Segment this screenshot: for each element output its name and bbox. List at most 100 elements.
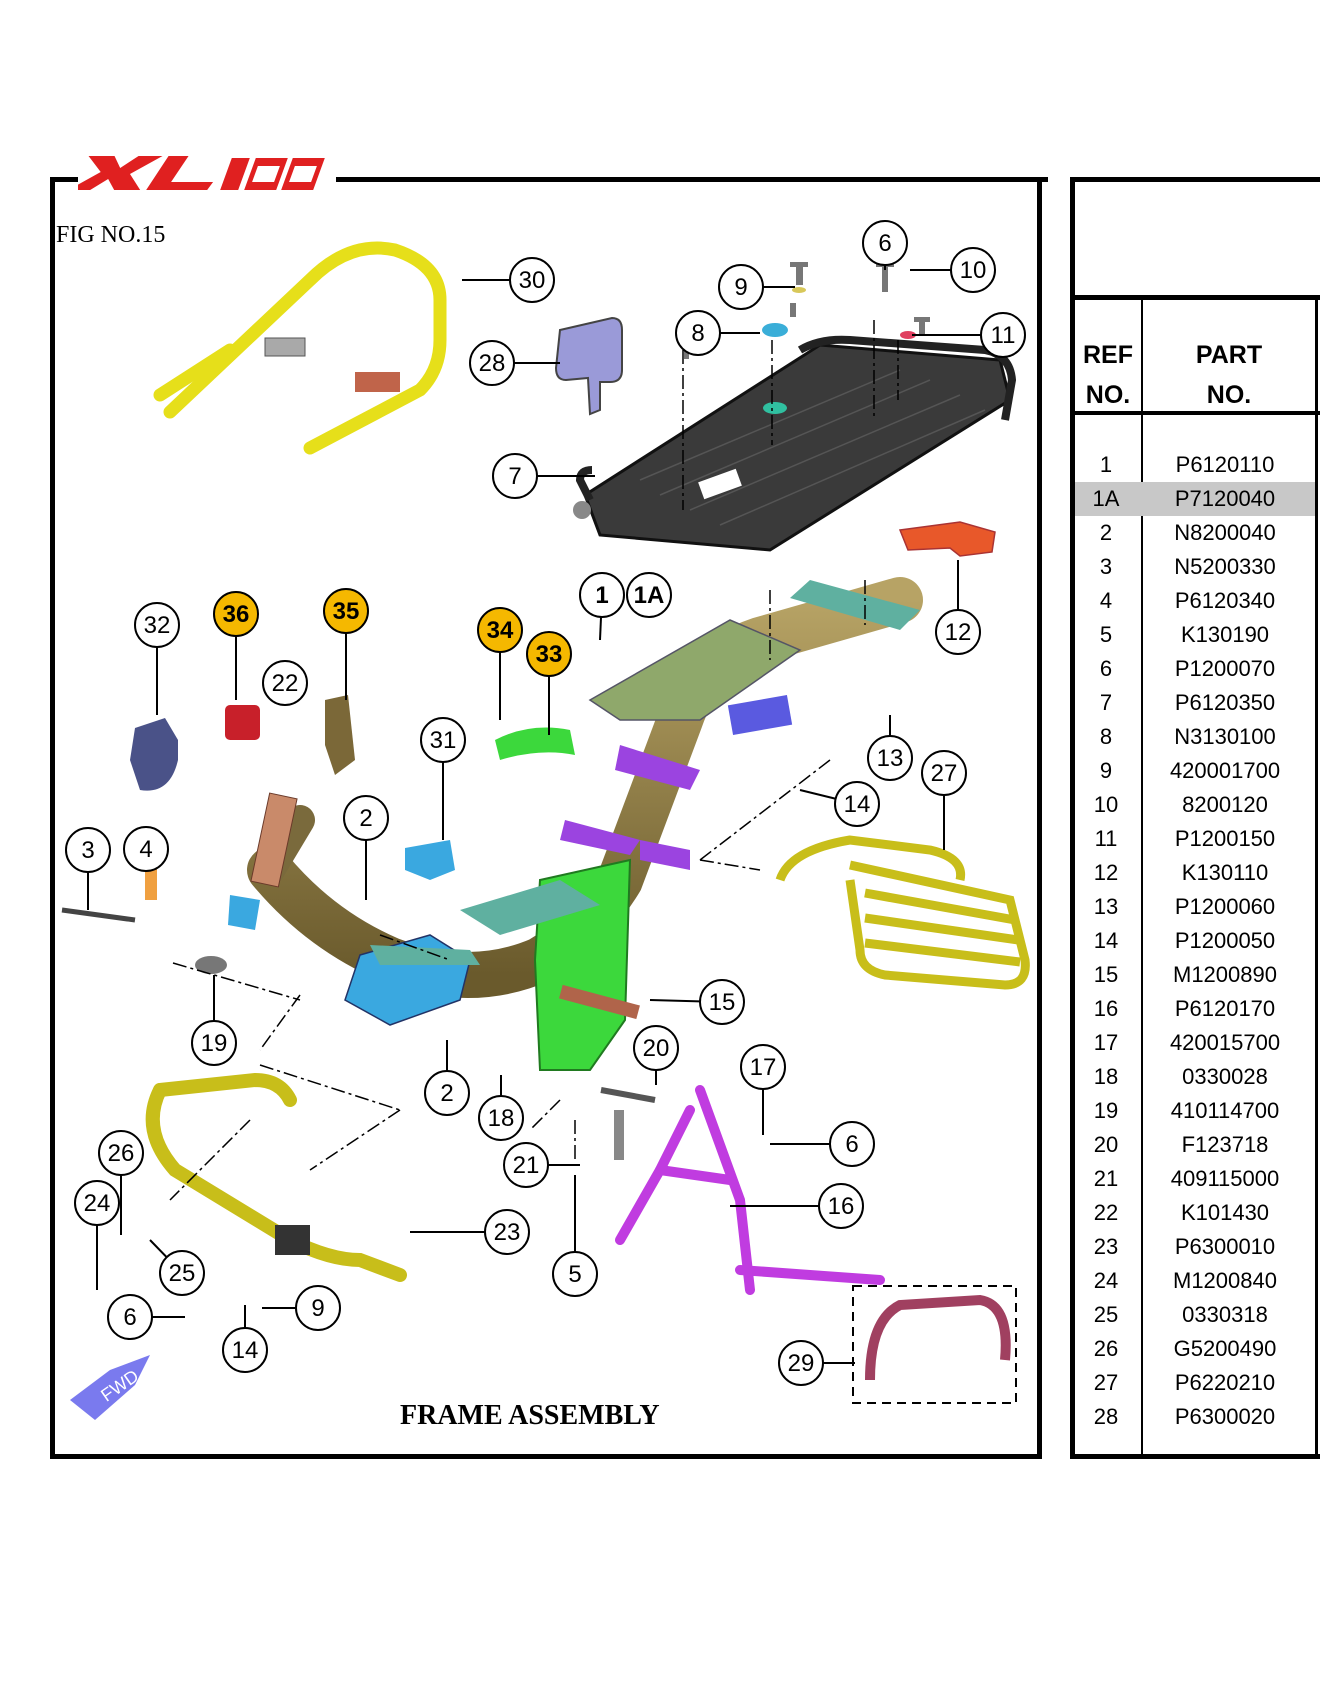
callout-circle: [424, 1070, 470, 1116]
ref-no: 11: [1094, 826, 1118, 851]
part-no: 8200120: [1182, 792, 1268, 817]
callout-label: 8: [691, 320, 704, 347]
ref-no: 18: [1093, 1064, 1119, 1089]
ref-no: 1A: [1092, 486, 1120, 511]
part-3-bolt: [61, 907, 136, 923]
ref-no: 25: [1093, 1302, 1119, 1327]
callout-label: 9: [734, 274, 747, 301]
callout-circle: [107, 1294, 153, 1340]
ref-no: 9: [1099, 758, 1113, 783]
callout-circle: [818, 1183, 864, 1229]
callout-label: 19: [201, 1030, 228, 1057]
ref-no: 27: [1093, 1370, 1119, 1395]
ref-no: 5: [1099, 622, 1113, 647]
part-20-part: [600, 1087, 656, 1103]
callout-circle: [469, 340, 515, 386]
part-no: P6120170: [1174, 996, 1276, 1021]
ref-no: 12: [1093, 860, 1119, 885]
part-no: P6220210: [1174, 1370, 1276, 1395]
part-no: P6300020: [1174, 1404, 1276, 1429]
callout-circle: [492, 453, 538, 499]
figure-number: FIG NO.15: [56, 222, 166, 248]
ref-no: 24: [1093, 1268, 1119, 1293]
callout-circle: [935, 609, 981, 655]
crash-guard-bracket: [275, 1225, 310, 1255]
ref-no: 16: [1093, 996, 1119, 1021]
part-21-spring: [614, 1110, 624, 1160]
callout-circle: [159, 1250, 205, 1296]
part-19-part: [195, 956, 227, 974]
callout-circle: [295, 1285, 341, 1331]
callout-label: 14: [844, 791, 871, 818]
table-row: 18 0330028: [1075, 1060, 1315, 1094]
ref-no: 17: [1093, 1030, 1119, 1055]
callout-circle: [950, 247, 996, 293]
callout-label: 2: [440, 1080, 453, 1107]
frame-top-border-right: [336, 177, 1048, 182]
ref-no: 4: [1099, 588, 1113, 613]
part-8-grommet: [762, 323, 788, 337]
part-no: 0330028: [1182, 1064, 1268, 1089]
frame-top-border-left: [50, 177, 78, 182]
callout-label: 1: [595, 582, 608, 609]
part-31-part: [405, 840, 455, 880]
callout-label: 5: [568, 1261, 581, 1288]
callout-circle: [509, 257, 555, 303]
callout-circle: [262, 660, 308, 706]
callout-label: 16: [828, 1193, 855, 1220]
ref-no: 26: [1093, 1336, 1119, 1361]
callout-label: 23: [494, 1219, 521, 1246]
callout-label: 30: [519, 267, 546, 294]
ref-no: 22: [1093, 1200, 1119, 1225]
part-no: P7120040: [1174, 486, 1276, 511]
callout-circle: [98, 1130, 144, 1176]
xl100-logo: [78, 156, 325, 190]
callout-label: 32: [144, 612, 171, 639]
callout-label: 2: [359, 805, 372, 832]
column-separator-right: [1315, 295, 1318, 1459]
callout-circle: [526, 631, 572, 677]
callout-circle: [675, 310, 721, 356]
callout-circle: [213, 591, 259, 637]
callout-circle: [191, 1020, 237, 1066]
callout-label: 24: [84, 1190, 111, 1217]
header-ref: REF NO.: [1075, 335, 1141, 415]
callout-circle: [222, 1327, 268, 1373]
part-no: K101430: [1180, 1200, 1270, 1225]
callout-label: 11: [991, 322, 1016, 349]
column-separator: [1141, 295, 1143, 1459]
callout-circle: [740, 1044, 786, 1090]
callout-label: 36: [223, 601, 250, 628]
part-no: P6300010: [1174, 1234, 1276, 1259]
backrest-pad: [355, 372, 400, 392]
callout-circle: [484, 1209, 530, 1255]
callout-label: 28: [479, 350, 506, 377]
ref-no: 20: [1093, 1132, 1119, 1157]
ref-no: 3: [1099, 554, 1113, 579]
callout-label: 35: [333, 598, 360, 625]
table-row: 10 8200120: [1075, 788, 1315, 822]
callout-circle: [626, 572, 672, 618]
callout-label: 18: [488, 1105, 515, 1132]
parts-table-panel: [1070, 177, 1320, 1459]
callout-label: 15: [709, 989, 736, 1016]
table-row: 16 P6120170: [1075, 992, 1315, 1026]
callout-label: 31: [430, 727, 457, 754]
callout-label: 17: [750, 1054, 777, 1081]
part-28-bracket: [554, 316, 623, 416]
part-no: N3130100: [1174, 724, 1276, 749]
ref-no: 10: [1093, 792, 1119, 817]
ref-no: 1: [1099, 452, 1113, 477]
